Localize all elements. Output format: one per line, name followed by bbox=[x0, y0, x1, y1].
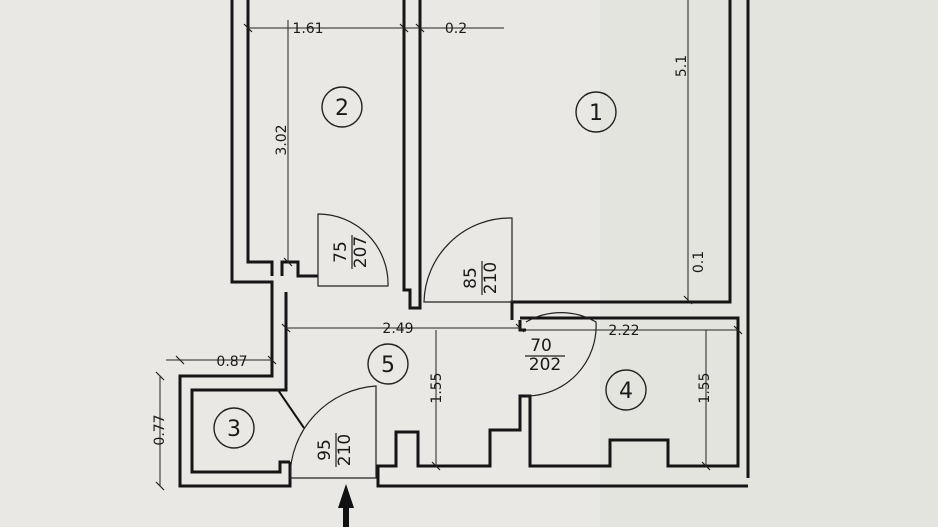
door-entry-height: 210 bbox=[335, 434, 355, 466]
room-3-marker: 3 bbox=[213, 407, 255, 449]
paper-shade bbox=[600, 0, 938, 527]
room2-outer-wall bbox=[230, 0, 274, 292]
label-wall-offset: 0.1 bbox=[691, 251, 707, 273]
label-room2-width: 1.61 bbox=[292, 21, 323, 37]
label-hall-depth: 1.55 bbox=[429, 372, 445, 403]
room-1-marker: 1 bbox=[575, 91, 617, 133]
svg-text:3: 3 bbox=[227, 417, 241, 442]
room2-right-wall bbox=[402, 0, 422, 310]
label-room2-length: 3.02 bbox=[274, 124, 290, 155]
svg-text:2: 2 bbox=[335, 96, 349, 121]
label-hall-width: 2.49 bbox=[382, 321, 413, 337]
room-2-marker: 2 bbox=[321, 86, 363, 128]
label-wall-gap: 0.2 bbox=[445, 21, 467, 37]
door-room1-swing bbox=[423, 217, 513, 303]
room-5-marker: 5 bbox=[367, 343, 409, 385]
entry-arrow bbox=[338, 484, 354, 527]
hall-left-wall bbox=[178, 292, 292, 488]
label-room1-length: 5.1 bbox=[674, 55, 690, 77]
label-room3-width: 0.87 bbox=[216, 354, 247, 370]
door-entry-width: 95 bbox=[315, 439, 335, 461]
room-markers: 1 2 3 4 5 bbox=[213, 86, 647, 449]
svg-text:5: 5 bbox=[381, 353, 395, 378]
svg-text:1: 1 bbox=[589, 101, 603, 126]
room4-wall bbox=[376, 316, 748, 488]
room-4-marker: 4 bbox=[605, 369, 647, 411]
hall-right-wall bbox=[518, 320, 526, 332]
door-room4-width: 70 bbox=[530, 336, 552, 356]
label-room4-width: 2.22 bbox=[608, 323, 639, 339]
dimension-lines bbox=[155, 0, 743, 491]
door-room2-width: 75 bbox=[331, 241, 351, 263]
dim-ticks bbox=[155, 23, 743, 491]
door-labels: 75 207 85 210 70 202 95 210 bbox=[315, 235, 565, 467]
walls bbox=[178, 0, 750, 488]
door-room4-height: 202 bbox=[529, 355, 561, 375]
room3-door-jamb bbox=[277, 389, 305, 429]
hall-inner-wall bbox=[190, 292, 290, 474]
room1-right-inner bbox=[510, 0, 732, 320]
door-room2-height: 207 bbox=[351, 236, 371, 268]
entry-arrow-icon bbox=[338, 484, 354, 508]
label-room4-depth: 1.55 bbox=[697, 372, 713, 403]
door-room4-swing bbox=[525, 312, 597, 397]
door-room1-height: 210 bbox=[481, 262, 501, 294]
door-room1-width: 85 bbox=[461, 267, 481, 289]
label-room3-depth: 0.77 bbox=[152, 414, 168, 445]
door-room2-swing bbox=[317, 213, 389, 287]
dimension-labels: 1.61 0.2 5.1 3.02 0.1 2.49 2.22 0.87 0.7… bbox=[152, 21, 713, 446]
doors bbox=[289, 213, 597, 479]
door-entry-swing bbox=[289, 385, 377, 479]
room2-inner-wall bbox=[246, 0, 318, 278]
svg-text:4: 4 bbox=[619, 379, 633, 404]
